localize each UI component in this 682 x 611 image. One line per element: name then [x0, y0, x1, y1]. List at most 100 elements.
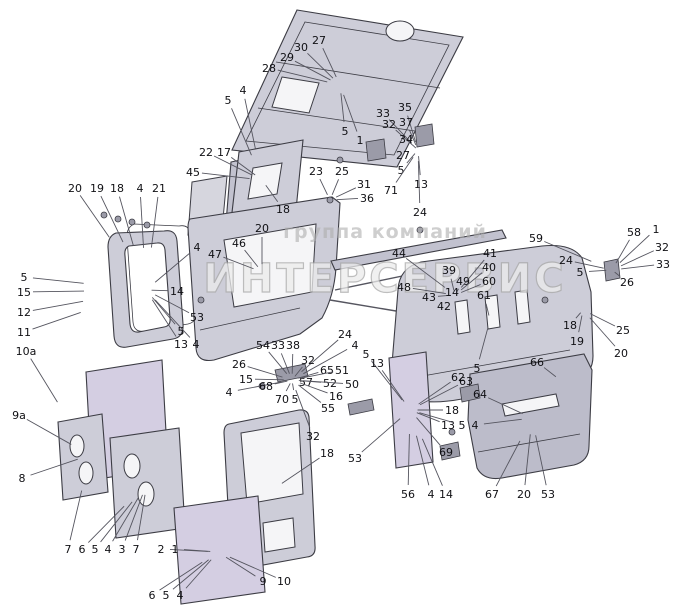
leader-line [223, 256, 254, 270]
part-number-label: 5 [178, 325, 185, 338]
part-number-label: 7 [65, 543, 72, 556]
bracket-right [603, 258, 621, 282]
leader-line [280, 353, 290, 374]
panel-9-shape [173, 495, 266, 605]
leader-line [151, 289, 169, 292]
part-number-label: 37 [399, 116, 413, 129]
part-number-label: 53 [348, 452, 362, 465]
leader-line [421, 438, 443, 486]
leader-line [302, 380, 344, 384]
hinge-bracket [347, 398, 375, 416]
leader-line [229, 556, 276, 578]
bolt [100, 211, 108, 219]
leader-line [412, 287, 446, 295]
part-number-label: 19 [90, 182, 104, 195]
part-number-label: 8 [19, 472, 26, 485]
roof-rib-line [275, 61, 441, 89]
part-number-label: 19 [570, 335, 584, 348]
part-number-label: 29 [280, 51, 294, 64]
bolt [114, 215, 122, 223]
leader-line [285, 383, 291, 392]
part-number-label: 18 [445, 404, 459, 417]
part-number-label: 5 [225, 94, 232, 107]
leader-line [151, 299, 177, 337]
part-number-label: 51 [335, 364, 349, 377]
part-number-label: 32 [301, 354, 315, 367]
part-number-label: 57 [299, 376, 313, 389]
part-number-label: 35 [398, 101, 412, 114]
part-number-label: 1 [172, 543, 179, 556]
part-number-label: 32 [306, 430, 320, 443]
part-number-label: 48 [397, 281, 411, 294]
part-number-label: 15 [17, 286, 31, 299]
bolt [336, 156, 344, 164]
part-number-label: 13 [414, 178, 428, 191]
bolt [326, 196, 334, 204]
leader-line [319, 178, 328, 195]
part-number-label: 52 [323, 377, 337, 390]
bolt [143, 221, 151, 229]
leader-line [124, 494, 143, 541]
leader-line [87, 505, 125, 543]
leader-line [112, 497, 139, 542]
leader-line [336, 198, 359, 201]
part-number-label: 4 [105, 543, 112, 556]
leader-line [159, 561, 203, 591]
part-number-label: 5 [163, 589, 170, 602]
leader-line [137, 494, 146, 541]
panel-3-hole [123, 453, 141, 479]
leader-line [419, 384, 459, 406]
part-number-label: 7 [133, 543, 140, 556]
leader-line [100, 501, 133, 543]
part-number-label: 70 [275, 393, 289, 406]
leader-line [69, 490, 83, 541]
part-number-label: 47 [208, 248, 222, 261]
part-number-label: 62 [451, 371, 465, 384]
part-number-label: 26 [620, 276, 634, 289]
leader-line [589, 313, 616, 327]
part-number-label: 20 [255, 222, 269, 235]
leader-line [418, 156, 421, 176]
part-number-label: 25 [616, 324, 630, 337]
part-number-label: 3 [119, 543, 126, 556]
part-number-label: 16 [329, 390, 343, 403]
leader-line [407, 115, 417, 143]
watermark: группа компаний ИНТЕРСЕРВИС [203, 221, 566, 303]
leader-line [588, 269, 607, 272]
part-number-label: 71 [384, 184, 398, 197]
bolt [541, 296, 549, 304]
part-number-label: 24 [338, 328, 352, 341]
part-number-label: 5 [363, 348, 370, 361]
part-number-label: 20 [614, 347, 628, 360]
leader-line [343, 94, 358, 132]
panel-8-shape [57, 413, 109, 501]
part-number-label: 24 [413, 206, 427, 219]
leader-line [30, 458, 78, 476]
leader-line [395, 129, 414, 146]
leader-line [30, 358, 58, 403]
leader-line [621, 264, 655, 270]
leader-line [299, 382, 328, 394]
leader-line [79, 195, 110, 238]
leader-line [244, 98, 256, 149]
panel-8 [57, 413, 109, 501]
leader-line [291, 353, 294, 374]
leader-line [524, 434, 531, 486]
leader-line [574, 261, 604, 269]
panel-59-slot [514, 289, 531, 325]
part-number-label: 38 [286, 339, 300, 352]
part-number-label: 18 [563, 319, 577, 332]
leader-line [237, 381, 281, 391]
part-number-label: 64 [473, 388, 487, 401]
part-number-label: 66 [530, 356, 544, 369]
leader-line [247, 366, 283, 378]
leader-line [485, 303, 490, 316]
part-number-label: 27 [396, 149, 410, 162]
part-number-label: 30 [294, 41, 308, 54]
part-number-label: 44 [392, 247, 406, 260]
leader-line [32, 312, 81, 330]
leader-line [395, 156, 414, 183]
watermark-line2: ИНТЕРСЕРВИС [203, 256, 566, 302]
part-number-label: 4 [193, 338, 200, 351]
